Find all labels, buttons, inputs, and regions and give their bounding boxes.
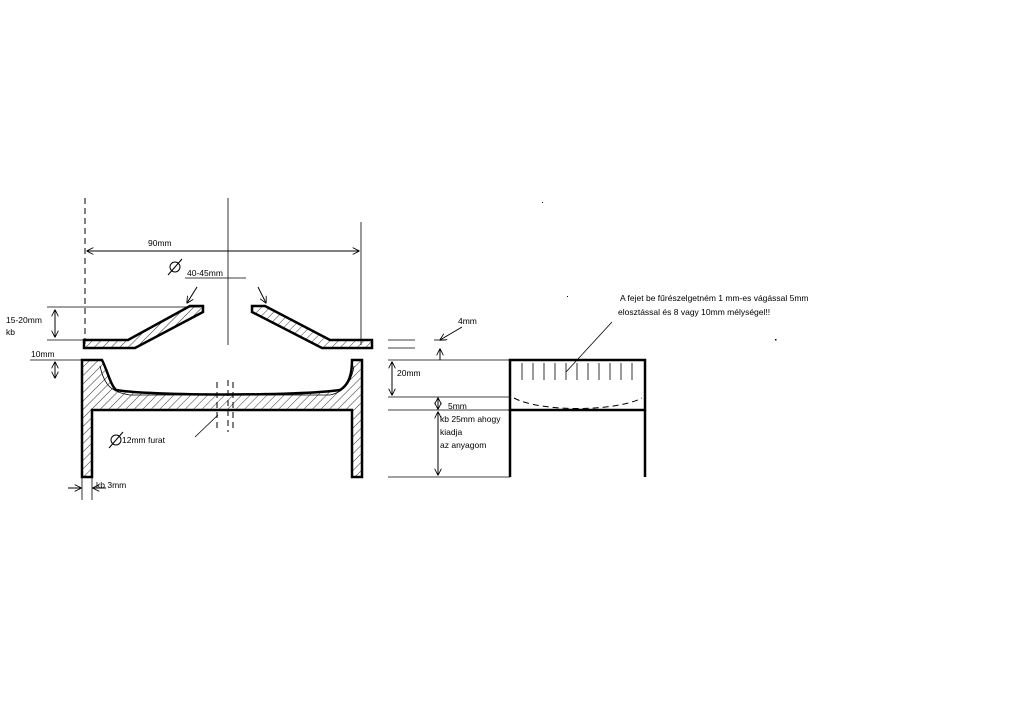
body-inner-curve — [99, 365, 355, 396]
side-view-hidden-curve — [513, 397, 643, 409]
kb25-label-3: az anyagom — [440, 440, 486, 450]
width-dimension-label: 90mm — [148, 238, 172, 248]
height-label: 15-20mm — [6, 315, 42, 325]
top-cap — [82, 304, 374, 350]
main-body — [80, 358, 364, 479]
diameter-top-arrow-right — [257, 286, 266, 303]
section-view: 90mm 40-45mm 15-20mm kb 10mm 12mm furat — [6, 198, 374, 500]
speck-1 — [542, 202, 543, 203]
kb25-label-2: kiadja — [440, 427, 462, 437]
hole-leader — [194, 414, 219, 438]
speck-3 — [775, 339, 777, 341]
hole-label: 12mm furat — [122, 435, 166, 445]
speck-2 — [567, 296, 568, 297]
saw-cut-lines — [521, 363, 633, 380]
four-mm-label: 4mm — [458, 316, 477, 326]
twenty-mm-label: 20mm — [397, 368, 421, 378]
dimension-chain: 4mm 20mm 5mm kb 25mm ahogy kiadja az any… — [388, 316, 510, 478]
note-line-2: elosztással és 8 vagy 10mm mélységel!! — [618, 307, 770, 317]
ten-mm-label: 10mm — [31, 349, 55, 359]
five-mm-label: 5mm — [448, 401, 467, 411]
height-note: kb — [6, 327, 15, 337]
kb25-label-1: kb 25mm ahogy — [440, 414, 501, 424]
diameter-top-arrow-left — [187, 286, 198, 303]
side-view: A fejet be fűrészelgetném 1 mm-es vágáss… — [508, 202, 809, 477]
four-mm-arrow — [440, 326, 463, 340]
note-line-1: A fejet be fűrészelgetném 1 mm-es vágáss… — [620, 293, 809, 303]
diameter-top-label: 40-45mm — [187, 268, 223, 278]
wall-label: kb 3mm — [96, 480, 126, 490]
note-leader — [565, 321, 613, 373]
side-view-head — [508, 358, 647, 412]
diameter-symbol-icon — [167, 258, 183, 276]
hole-diameter-symbol-icon — [108, 431, 124, 449]
